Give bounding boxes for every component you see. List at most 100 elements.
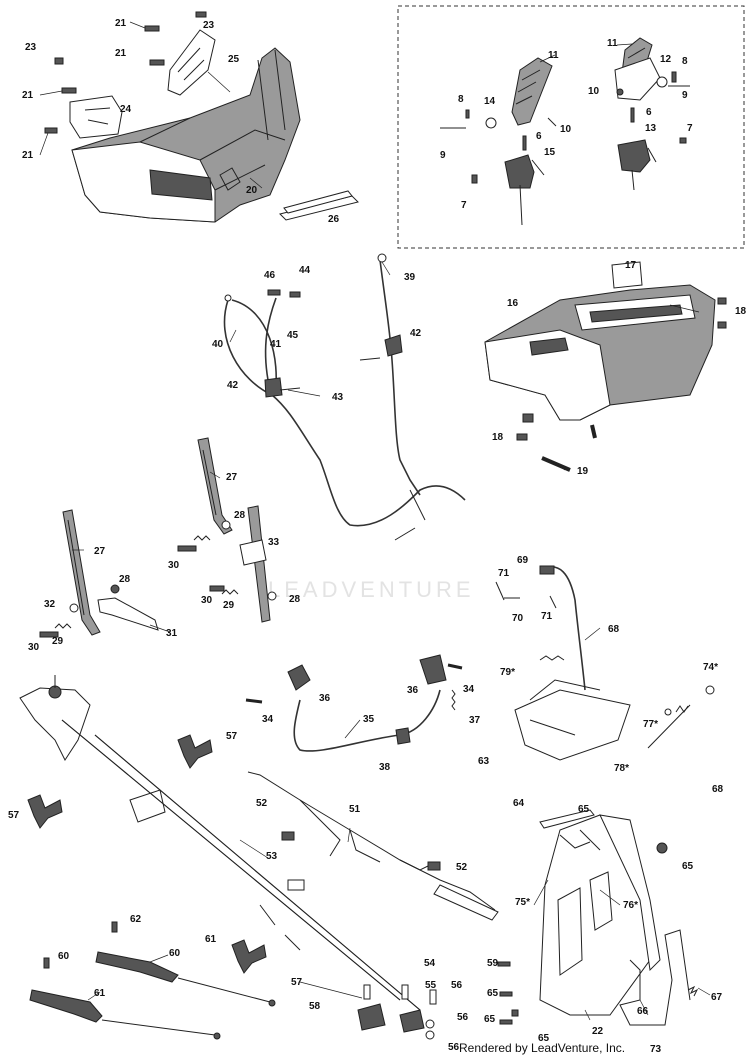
callout-52: 52	[456, 862, 468, 873]
callout-64: 64	[513, 798, 525, 809]
callout-21: 21	[115, 18, 127, 29]
callout-65: 65	[484, 1014, 496, 1025]
inset-parts	[440, 37, 690, 226]
chute-cable	[495, 565, 586, 691]
rod-72	[619, 929, 699, 1026]
callout-74-star: 74*	[703, 662, 718, 673]
callout-30: 30	[28, 642, 40, 653]
callout-56: 56	[457, 1012, 469, 1023]
callout-6: 6	[536, 131, 542, 142]
callout-60: 60	[58, 951, 70, 962]
callout-76-star: 76*	[623, 900, 638, 911]
callout-37: 37	[469, 715, 481, 726]
callout-6: 6	[646, 107, 652, 118]
callout-10: 10	[560, 124, 572, 135]
deflector-63	[514, 655, 631, 761]
callout-57: 57	[291, 977, 303, 988]
callout-31: 31	[166, 628, 178, 639]
bolts-65-22	[497, 961, 519, 1025]
callout-39: 39	[404, 272, 416, 283]
callout-22: 22	[592, 1026, 604, 1037]
leader-lines	[39, 21, 711, 1021]
grips-61	[29, 921, 276, 1040]
callout-12: 12	[660, 54, 672, 65]
callout-62: 62	[130, 914, 142, 925]
callout-29: 29	[223, 600, 235, 611]
callout-14: 14	[484, 96, 496, 107]
credit-text: Rendered by LeadVenture, Inc.	[459, 1041, 626, 1055]
callout-19: 19	[577, 466, 589, 477]
callout-58: 58	[309, 1001, 321, 1012]
callout-26: 26	[328, 214, 340, 225]
callout-56: 56	[448, 1042, 460, 1053]
callout-68: 68	[608, 624, 620, 635]
callout-36: 36	[319, 693, 331, 704]
lever-33	[239, 505, 271, 623]
callout-71: 71	[498, 568, 510, 579]
callout-13: 13	[645, 123, 657, 134]
callout-45: 45	[287, 330, 299, 341]
callout-59: 59	[487, 958, 499, 969]
washers-28-32	[69, 520, 277, 613]
callout-28: 28	[119, 574, 131, 585]
callout-52: 52	[256, 798, 268, 809]
callout-72: 72	[0, 0, 12, 3]
callout-24: 24	[120, 104, 132, 115]
callout-56: 56	[451, 980, 463, 991]
callout-9: 9	[682, 90, 688, 101]
callout-21: 21	[115, 48, 127, 59]
callout-63: 63	[478, 756, 490, 767]
cable-set	[223, 253, 466, 541]
rod-68	[647, 685, 715, 749]
callout-7: 7	[687, 123, 693, 134]
handle-hardware	[357, 984, 437, 1040]
strip-26	[279, 190, 359, 221]
callout-61: 61	[205, 934, 217, 945]
callout-32: 32	[44, 599, 56, 610]
callout-30: 30	[201, 595, 213, 606]
callout-29: 29	[52, 636, 64, 647]
callout-33: 33	[268, 537, 280, 548]
lever-27-upper	[197, 437, 233, 535]
callout-65: 65	[578, 804, 590, 815]
callout-69: 69	[517, 555, 529, 566]
callout-68: 68	[712, 784, 724, 795]
callout-16: 16	[507, 298, 519, 309]
callout-28: 28	[289, 594, 301, 605]
callout-11: 11	[548, 50, 559, 61]
callout-11: 11	[607, 38, 618, 49]
callout-67: 67	[711, 992, 723, 1003]
handle-panel	[484, 261, 727, 472]
callout-42: 42	[227, 380, 239, 391]
callout-23: 23	[203, 20, 215, 31]
callout-40: 40	[212, 339, 224, 350]
callout-17: 17	[625, 260, 637, 271]
callout-18: 18	[492, 432, 504, 443]
bracket-24	[69, 95, 123, 139]
console-assembly	[71, 47, 301, 223]
callout-51: 51	[349, 804, 361, 815]
callout-44: 44	[299, 265, 311, 276]
callout-66: 66	[637, 1006, 649, 1017]
springs-29	[54, 535, 239, 629]
callout-78-star: 78*	[614, 763, 629, 774]
callout-34: 34	[262, 714, 274, 725]
callout-75-star: 75*	[515, 897, 530, 908]
callout-57: 57	[8, 810, 20, 821]
chute-62	[539, 809, 668, 1016]
watermark-text: LEADVENTURE	[268, 577, 475, 602]
callout-35: 35	[363, 714, 375, 725]
bracket-25	[167, 29, 216, 96]
callout-10: 10	[588, 86, 600, 97]
callout-43: 43	[332, 392, 344, 403]
callout-27: 27	[94, 546, 106, 557]
callout-46: 46	[264, 270, 276, 281]
callout-77-star: 77*	[643, 719, 658, 730]
callout-73: 73	[650, 1044, 662, 1055]
callout-71: 71	[541, 611, 553, 622]
callout-23: 23	[25, 42, 37, 53]
clips-57	[27, 734, 267, 974]
callout-38: 38	[379, 762, 391, 773]
